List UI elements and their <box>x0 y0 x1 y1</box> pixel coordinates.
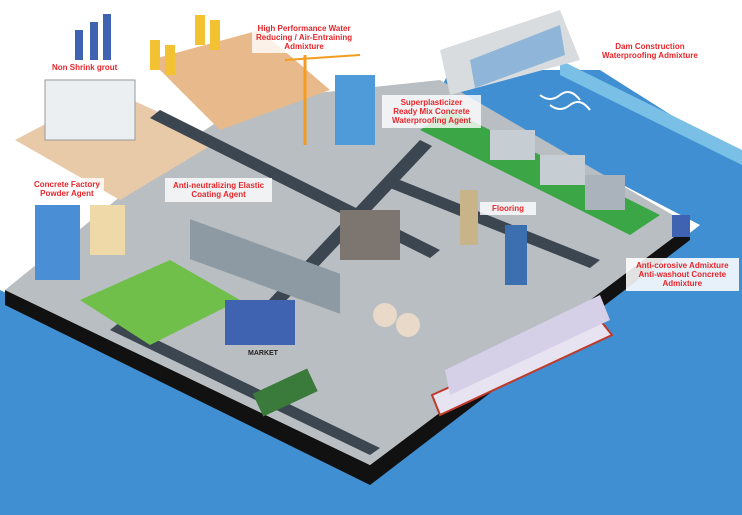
apartment <box>90 205 125 255</box>
office-tower <box>35 205 80 280</box>
ship-deck <box>445 295 610 395</box>
chimney <box>75 30 83 60</box>
chimney <box>103 14 111 60</box>
factory-building <box>44 79 136 141</box>
warehouse <box>585 175 625 210</box>
dam-water-gates <box>470 25 565 88</box>
crane-arm <box>284 54 361 61</box>
park-grass <box>80 260 240 345</box>
skyscraper <box>460 190 478 245</box>
silo <box>210 20 220 50</box>
label-flooring: Flooring <box>480 202 536 215</box>
railway-station <box>190 219 340 314</box>
skyscraper <box>505 225 527 285</box>
batching-yard <box>150 30 330 130</box>
power-plant <box>340 210 400 260</box>
bus <box>252 368 318 417</box>
river-shore <box>560 60 742 165</box>
tank <box>373 303 397 327</box>
tank <box>396 313 420 337</box>
market-building <box>225 300 295 345</box>
water-waves <box>539 90 591 111</box>
market-sign: MARKET <box>248 350 279 357</box>
tower <box>335 75 375 145</box>
warehouse <box>490 130 535 160</box>
sea <box>0 70 742 515</box>
warehouse <box>540 155 585 185</box>
road-lower <box>110 322 380 455</box>
pier-tower <box>672 215 690 237</box>
chimney <box>90 22 98 60</box>
road-right <box>390 180 600 268</box>
label-non-shrink-grout: Non Shrink grout <box>48 61 122 74</box>
silo <box>150 40 160 70</box>
silo <box>195 15 205 45</box>
silo <box>165 45 175 75</box>
